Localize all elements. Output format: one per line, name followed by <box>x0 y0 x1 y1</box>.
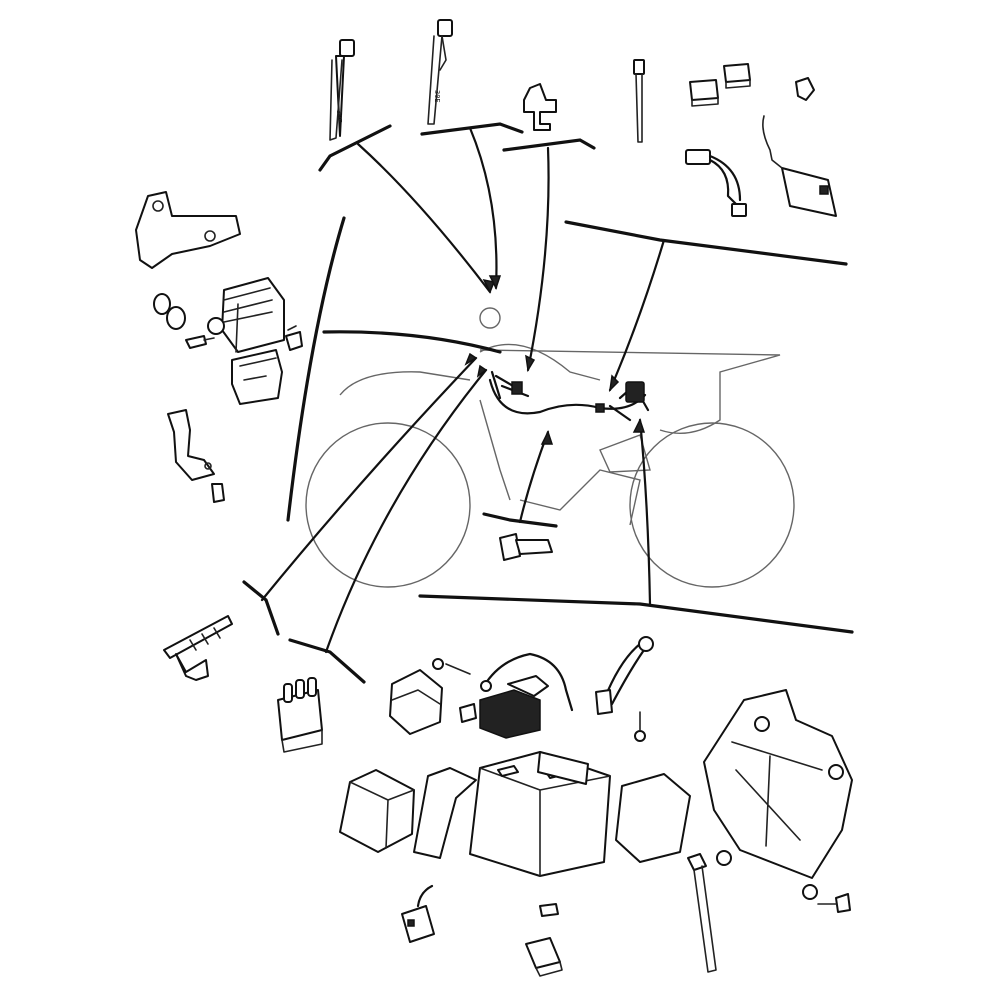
wire-harness <box>488 370 650 422</box>
battery-box-bracket <box>703 689 853 900</box>
cdi-unit <box>762 115 837 217</box>
harness-connector-block <box>625 381 645 403</box>
front-fender <box>339 371 471 396</box>
harness-clamp <box>523 83 557 131</box>
relay-cover <box>389 669 443 735</box>
motorcycle-outline <box>305 307 795 588</box>
battery-strap <box>413 767 477 859</box>
rear-wheel <box>629 422 795 588</box>
cable-tie-2-marking: 30E <box>433 90 441 103</box>
fuse-block <box>277 677 323 753</box>
cable-tie-1: 30E <box>329 39 355 141</box>
seat-and-tail <box>479 349 781 435</box>
ground-strap <box>163 615 233 681</box>
relay-lead-wire <box>480 652 574 712</box>
cable-tie-1-marking: 30E <box>335 110 343 123</box>
long-cable-tie <box>687 853 717 973</box>
bolt-left-1 <box>185 335 215 349</box>
small-clip <box>795 77 815 101</box>
bolt-left-2 <box>285 325 303 351</box>
starter-relay <box>432 658 549 739</box>
leader-lines <box>242 122 854 684</box>
grommet-and-collar <box>153 293 186 330</box>
battery-band-cover <box>339 769 415 853</box>
rectifier-regulator <box>207 277 285 405</box>
fuse-clip <box>539 903 559 917</box>
bottom-coupler <box>525 937 563 977</box>
front-wheel <box>305 422 471 588</box>
small-bracket <box>167 409 225 503</box>
fork <box>479 399 511 501</box>
sensor-connector <box>401 884 435 943</box>
battery <box>469 751 611 877</box>
mounting-bracket <box>135 191 241 269</box>
bracket-bolt <box>817 893 851 913</box>
coupler-1 <box>689 79 719 107</box>
cable-tie-2: 30E <box>427 19 453 125</box>
frame-lower <box>519 469 641 526</box>
connector-pigtail <box>685 149 747 217</box>
side-panel <box>599 434 651 473</box>
battery-pad <box>615 773 691 863</box>
battery-lead <box>595 636 654 742</box>
cable-tie-3 <box>633 59 645 143</box>
coupler-2 <box>723 63 751 89</box>
steering-head <box>479 307 501 329</box>
center-bolt <box>499 533 553 561</box>
